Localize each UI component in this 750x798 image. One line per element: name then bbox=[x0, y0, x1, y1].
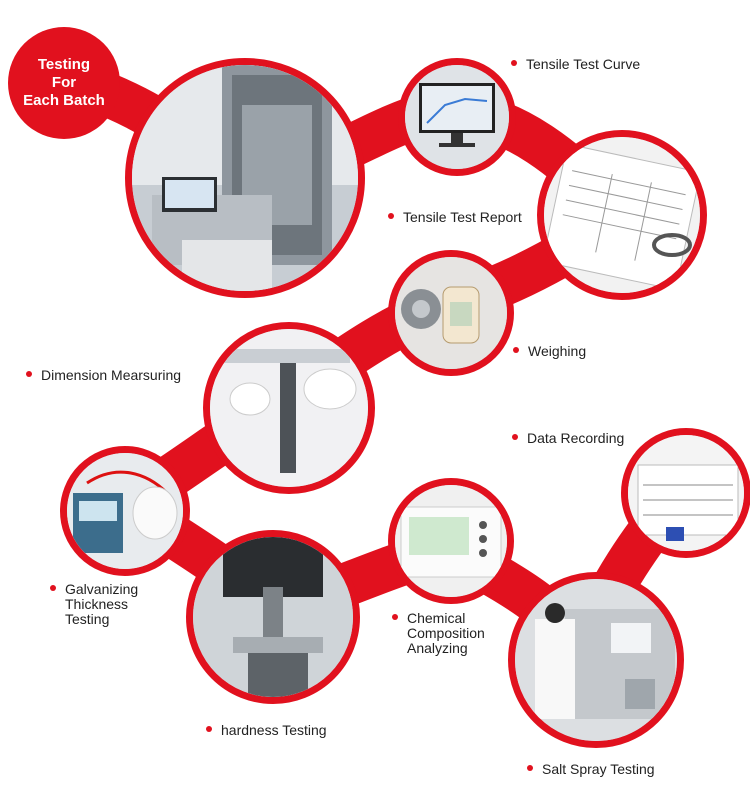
bullet-icon bbox=[50, 585, 56, 592]
bullet-icon bbox=[512, 434, 518, 441]
data-recording-photo bbox=[621, 428, 750, 558]
hardness-testing-photo bbox=[186, 530, 360, 704]
bullet-icon bbox=[26, 371, 32, 378]
weighing-photo bbox=[388, 250, 514, 376]
label-dimension: Dimension Mearsuring bbox=[26, 368, 181, 383]
bullet-icon bbox=[513, 347, 519, 354]
tensile-report-photo bbox=[537, 130, 707, 300]
chemical-analyzer-photo bbox=[388, 478, 514, 604]
label-hardness: hardness Testing bbox=[206, 723, 327, 738]
dimension-measuring-photo bbox=[203, 322, 375, 494]
badge: Testing For Each Batch bbox=[8, 27, 120, 139]
label-data-recording: Data Recording bbox=[512, 431, 624, 446]
label-tensile-curve: Tensile Test Curve bbox=[511, 57, 640, 72]
tensile-machine-photo bbox=[125, 58, 365, 298]
badge-line-2: For bbox=[51, 74, 77, 91]
bullet-icon bbox=[527, 765, 533, 772]
salt-spray-photo bbox=[508, 572, 684, 748]
galvanizing-thickness-photo bbox=[60, 446, 190, 576]
bullet-icon bbox=[388, 213, 394, 220]
label-salt-spray: Salt Spray Testing bbox=[527, 762, 655, 777]
label-tensile-report: Tensile Test Report bbox=[388, 210, 522, 225]
label-weighing: Weighing bbox=[513, 344, 586, 359]
badge-line-1: Testing bbox=[37, 56, 91, 73]
label-chemical: Chemical Composition Analyzing bbox=[392, 611, 485, 656]
badge-line-3: Each Batch bbox=[23, 92, 105, 109]
bullet-icon bbox=[206, 726, 212, 733]
label-galvanizing: Galvanizing Thickness Testing bbox=[50, 582, 138, 627]
bullet-icon bbox=[511, 60, 517, 67]
bullet-icon bbox=[392, 614, 398, 621]
tensile-curve-photo bbox=[398, 58, 516, 176]
